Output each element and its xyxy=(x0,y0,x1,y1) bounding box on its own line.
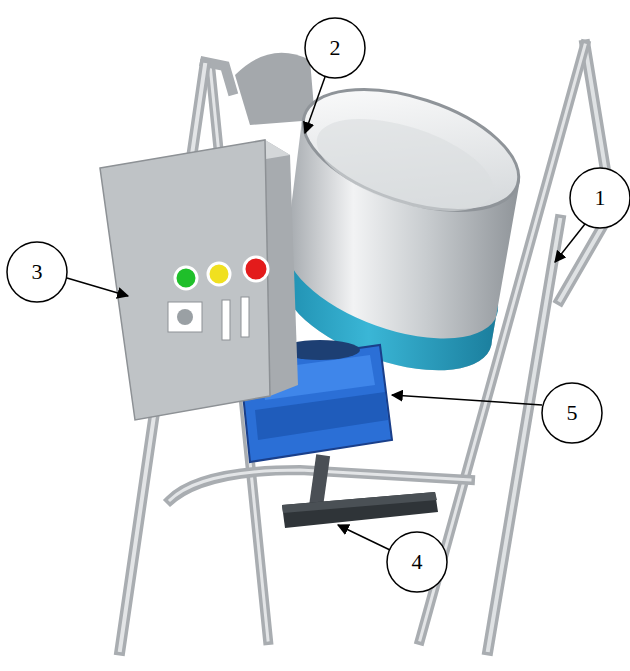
control-box xyxy=(100,140,298,420)
callout-number: 2 xyxy=(305,18,365,78)
callout-number: 3 xyxy=(7,242,67,302)
handle xyxy=(282,492,438,528)
callouts xyxy=(7,18,630,592)
callout-number: 5 xyxy=(542,383,602,443)
mixing-bowl xyxy=(282,66,534,370)
callout-number: 1 xyxy=(570,168,630,228)
hopper xyxy=(235,53,315,125)
callout-number: 4 xyxy=(387,532,447,592)
